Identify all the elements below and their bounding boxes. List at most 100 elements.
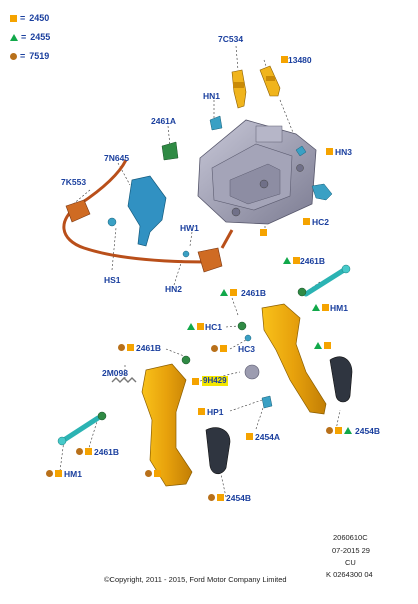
pedal-right — [261, 303, 353, 415]
footer-catalog: K 0264300 04 — [326, 570, 373, 579]
clip-hc1 — [237, 321, 247, 331]
marks-2454a — [246, 433, 253, 440]
label-2454b-right: 2454B — [355, 426, 381, 436]
marks-hp1 — [198, 408, 205, 415]
label-hc2: HC2 — [312, 217, 330, 227]
label-hc3: HC3 — [238, 344, 256, 354]
marks-hc3 — [211, 345, 227, 352]
footer-ref: 2060610C — [333, 533, 368, 542]
label-2461a: 2461A — [151, 116, 177, 126]
marks-2454b-bottom — [208, 494, 224, 501]
marks-2461b-left — [118, 344, 134, 351]
label-13480: 13480 — [288, 55, 312, 65]
sensor-13480 — [259, 65, 281, 97]
triangle-icon — [283, 257, 291, 264]
marks-hn3 — [326, 148, 333, 155]
square-icon — [217, 494, 224, 501]
marks-2461b-top — [283, 257, 300, 264]
pedal-bracket — [197, 119, 317, 225]
triangle-icon — [314, 342, 322, 349]
footer-copyright: ©Copyright, 2011 - 2015, Ford Motor Comp… — [104, 575, 287, 584]
label-2454b-bottom: 2454B — [226, 493, 252, 503]
circle-icon — [208, 494, 215, 501]
label-hn3: HN3 — [335, 147, 353, 157]
footer-date: 07-2015 29 — [332, 546, 370, 555]
circle-icon — [326, 427, 333, 434]
square-icon — [281, 56, 288, 63]
clip-hn1 — [209, 115, 223, 131]
legend-equals: = — [20, 13, 26, 23]
marks-13480 — [281, 56, 288, 63]
clip-hn3 — [295, 145, 307, 157]
marks-hc2 — [303, 218, 310, 225]
marks-2461b-mid — [220, 289, 237, 296]
cable-7k553 — [62, 159, 234, 273]
square-icon — [198, 408, 205, 415]
bushing-top — [297, 287, 307, 297]
clip-hp1 — [261, 395, 273, 409]
pin-hm1-right — [303, 264, 351, 297]
label-2461b-mid: 2461B — [241, 288, 267, 298]
marks-hc1 — [187, 323, 204, 330]
square-icon — [324, 342, 331, 349]
pin-hm1-left — [57, 415, 101, 446]
triangle-icon — [312, 304, 320, 311]
circle-icon — [118, 344, 125, 351]
square-icon — [246, 433, 253, 440]
marks-2454b-right — [326, 427, 352, 434]
label-7k553: 7K553 — [61, 177, 87, 187]
bracket-7n645 — [127, 175, 167, 247]
label-7c534: 7C534 — [218, 34, 244, 44]
square-icon — [85, 448, 92, 455]
legend-equals: = — [20, 51, 26, 61]
circle-icon — [211, 345, 218, 352]
square-icon — [335, 427, 342, 434]
clip-hc3 — [244, 334, 252, 342]
label-2m098: 2M098 — [102, 368, 128, 378]
legend-code: 2450 — [29, 13, 50, 23]
square-icon — [303, 218, 310, 225]
legend-equals: = — [21, 32, 27, 42]
marks-2461b-bottom — [76, 448, 92, 455]
square-icon — [322, 304, 329, 311]
label-hm1-left: HM1 — [64, 469, 82, 479]
square-icon — [260, 229, 267, 236]
clip-2461b-left — [181, 355, 191, 365]
marks-hm1-right — [312, 304, 329, 311]
label-2454a: 2454A — [255, 432, 281, 442]
label-hs1: HS1 — [104, 275, 121, 285]
label-hn2: HN2 — [165, 284, 183, 294]
highlighted-part-number: 9H429 — [202, 376, 228, 386]
label-hc1: HC1 — [205, 322, 223, 332]
marks-bracket — [260, 229, 267, 236]
circle-icon — [46, 470, 53, 477]
square-icon — [230, 289, 237, 296]
square-icon — [220, 345, 227, 352]
leader-lines — [59, 45, 341, 498]
marks-hm1-left — [46, 470, 62, 477]
triangle-icon — [187, 323, 195, 330]
square-icon — [55, 470, 62, 477]
footer-region: CU — [345, 558, 356, 567]
triangle-icon — [344, 427, 352, 434]
label-7n645: 7N645 — [104, 153, 130, 163]
label-hm1-right: HM1 — [330, 303, 348, 313]
clip-hc2 — [311, 183, 333, 201]
legend-circle-icon — [10, 52, 17, 60]
pivot-disc — [244, 364, 260, 380]
label-hw1: HW1 — [180, 223, 199, 233]
pedal-left — [141, 363, 231, 487]
sensor-7c534 — [231, 69, 247, 109]
clip-2461a — [161, 141, 179, 161]
square-icon — [197, 323, 204, 330]
label-2461b-left: 2461B — [136, 343, 162, 353]
label-2461b-bottom: 2461B — [94, 447, 120, 457]
legend-item-7519: = 7519 — [10, 50, 49, 62]
legend-item-2455: = 2455 — [10, 31, 50, 43]
legend-code: 2455 — [30, 32, 51, 42]
triangle-icon — [220, 289, 228, 296]
bushing-bottom — [97, 411, 107, 421]
label-2461b-top: 2461B — [300, 256, 326, 266]
